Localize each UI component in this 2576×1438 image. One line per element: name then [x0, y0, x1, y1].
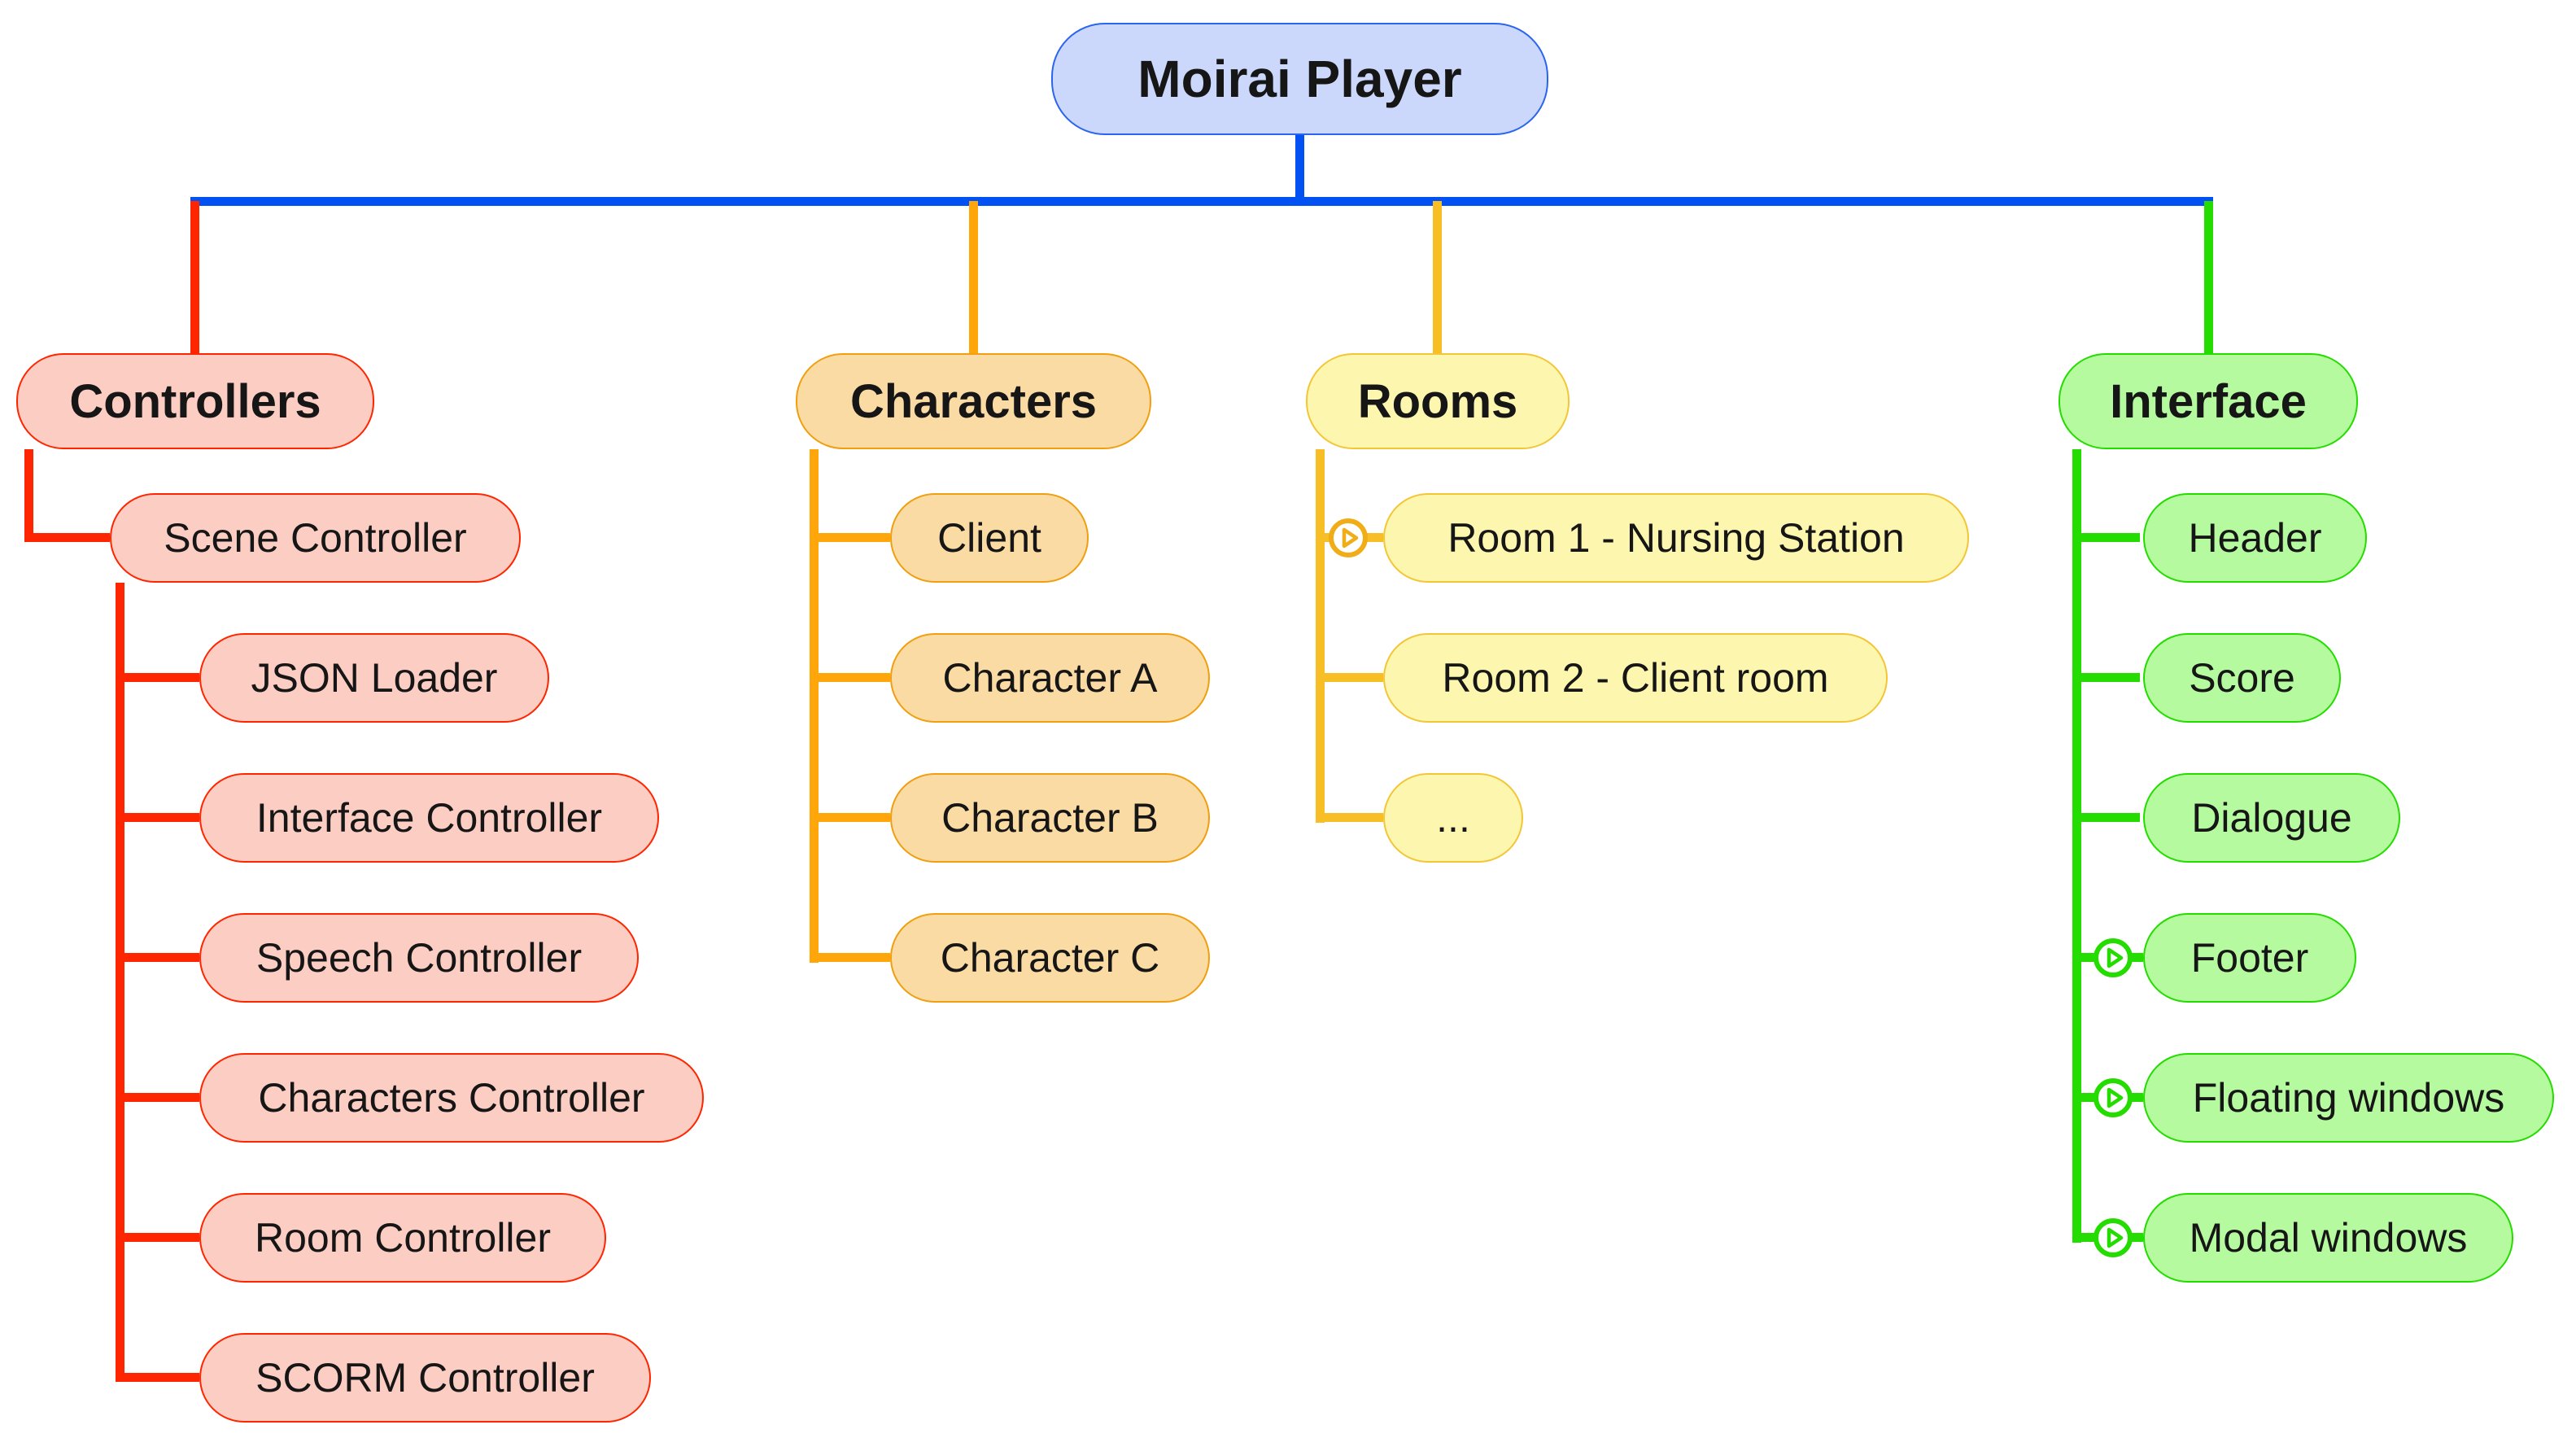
connector-tick [2072, 953, 2095, 962]
connector-tick [810, 673, 890, 682]
connector-tick [2072, 813, 2140, 822]
connector-root-stub [1295, 135, 1304, 201]
node-footer: Footer [2143, 913, 2356, 1003]
connector-tick [2130, 953, 2143, 962]
branch-header-rooms: Rooms [1306, 353, 1570, 449]
connector-controllers-elbow-v [24, 449, 33, 542]
node-modal-windows: Modal windows [2143, 1193, 2513, 1283]
node-character-b: Character B [890, 773, 1210, 863]
connector-controllers-spine [116, 583, 124, 1382]
node-character-c: Character C [890, 913, 1210, 1003]
connector-tick [2130, 1093, 2143, 1102]
connector-tick [2072, 1233, 2095, 1242]
connector-tick [1316, 813, 1383, 822]
node-interface-controller: Interface Controller [199, 773, 659, 863]
connector-tick [116, 1233, 199, 1242]
connector-tick [116, 953, 199, 962]
circled-play-icon [2093, 1217, 2133, 1258]
connector-characters-spine [810, 449, 819, 963]
node-character-a: Character A [890, 633, 1210, 723]
connector-tick [2072, 1093, 2095, 1102]
connector-drop-characters [969, 201, 978, 353]
connector-tick [2130, 1233, 2143, 1242]
node-client: Client [890, 493, 1089, 583]
connector-tick [810, 813, 890, 822]
node-room-controller: Room Controller [199, 1193, 606, 1283]
connector-tick [1316, 533, 1332, 542]
circled-play-icon [2093, 1077, 2133, 1118]
branch-header-interface: Interface [2059, 353, 2358, 449]
connector-tick [810, 953, 890, 962]
node-dialogue: Dialogue [2143, 773, 2400, 863]
node-rooms-ellipsis: ... [1383, 773, 1523, 863]
node-characters-controller: Characters Controller [199, 1053, 704, 1143]
connector-tick [116, 673, 199, 682]
node-header: Header [2143, 493, 2367, 583]
connector-interface-spine [2072, 449, 2081, 1243]
node-room-1-nursing-station: Room 1 - Nursing Station [1383, 493, 1969, 583]
connector-tick [116, 1093, 199, 1102]
node-room-2-client-room: Room 2 - Client room [1383, 633, 1888, 723]
connector-tick [1365, 533, 1383, 542]
node-speech-controller: Speech Controller [199, 913, 639, 1003]
connector-drop-controllers [190, 201, 199, 353]
node-scene-controller: Scene Controller [110, 493, 521, 583]
circled-play-icon [1328, 518, 1369, 558]
connector-tick [2072, 673, 2140, 682]
connector-tick [810, 533, 890, 542]
node-json-loader: JSON Loader [199, 633, 549, 723]
node-score: Score [2143, 633, 2341, 723]
node-floating-windows: Floating windows [2143, 1053, 2554, 1143]
circled-play-icon [2093, 938, 2133, 978]
branch-header-characters: Characters [796, 353, 1151, 449]
connector-tick [2072, 533, 2140, 542]
connector-rooms-spine [1316, 449, 1325, 823]
connector-controllers-elbow-h [24, 533, 110, 542]
node-moirai-player: Moirai Player [1051, 23, 1548, 135]
connector-tick [116, 813, 199, 822]
connector-tick [116, 1373, 199, 1382]
connector-drop-interface [2204, 201, 2213, 353]
connector-drop-rooms [1433, 201, 1442, 353]
connector-tick [1316, 673, 1383, 682]
node-scorm-controller: SCORM Controller [199, 1333, 651, 1423]
branch-header-controllers: Controllers [16, 353, 374, 449]
connector-trunk [190, 197, 2213, 206]
